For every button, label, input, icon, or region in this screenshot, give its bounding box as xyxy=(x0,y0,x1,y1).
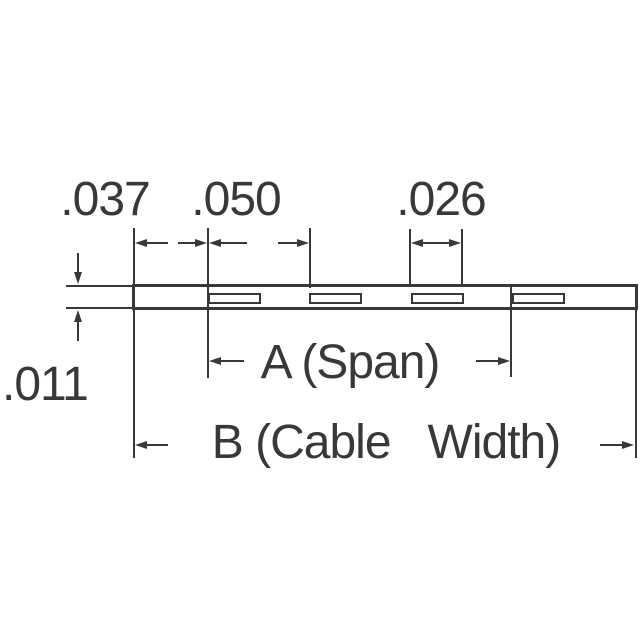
extension-line-span-right xyxy=(510,284,512,377)
extension-line-cable-right xyxy=(635,284,637,458)
dimension-label-pitch: .050 xyxy=(191,173,281,226)
extension-line-conductor2-left xyxy=(309,228,311,288)
extension-line-thickness-top xyxy=(66,285,133,287)
conductor xyxy=(309,293,362,304)
dimension-line-conductor-width xyxy=(418,242,453,244)
arrowhead-right-icon xyxy=(297,238,309,247)
dimension-label-conductor-width: .026 xyxy=(396,173,486,226)
dimension-line-thickness-lower xyxy=(77,320,79,341)
dimension-label-thickness: .011 xyxy=(2,358,89,411)
dimension-label-cable-width: B (Cable Width) xyxy=(211,416,561,469)
dimension-line-cable-width-right xyxy=(600,444,625,446)
arrowhead-left-icon xyxy=(135,440,147,449)
conductor xyxy=(410,293,464,304)
dimension-label-span: A (Span) xyxy=(260,336,441,389)
extension-line-thickness-bottom xyxy=(66,307,133,309)
arrowhead-right-icon xyxy=(195,238,207,247)
extension-line-cable-left xyxy=(133,228,135,458)
dimension-line-margin-left xyxy=(141,242,168,244)
arrowhead-up-icon xyxy=(73,310,82,322)
arrowhead-down-icon xyxy=(73,272,82,284)
dimension-line-margin-right xyxy=(178,242,200,244)
extension-line-conductor1-left xyxy=(207,228,209,378)
dimension-line-pitch-left xyxy=(216,242,247,244)
arrowhead-left-icon xyxy=(209,356,221,365)
arrowhead-right-icon xyxy=(449,238,461,247)
conductor xyxy=(207,293,261,304)
arrowhead-right-icon xyxy=(498,356,510,365)
arrowhead-right-icon xyxy=(622,440,634,449)
dimension-line-span-right xyxy=(476,360,501,362)
dimension-label-margin: .037 xyxy=(60,173,150,226)
extension-line-conductor3-right xyxy=(461,229,463,287)
dimension-line-pitch-right xyxy=(278,242,300,244)
dimension-line-span-left xyxy=(215,360,244,362)
dimension-line-thickness-upper xyxy=(77,253,79,274)
arrowhead-left-icon xyxy=(209,238,221,247)
arrowhead-left-icon xyxy=(135,238,147,247)
arrowhead-left-icon xyxy=(411,238,423,247)
extension-line-conductor3-left xyxy=(409,229,411,287)
dimension-line-cable-width-left xyxy=(141,444,168,446)
conductor xyxy=(512,293,565,304)
